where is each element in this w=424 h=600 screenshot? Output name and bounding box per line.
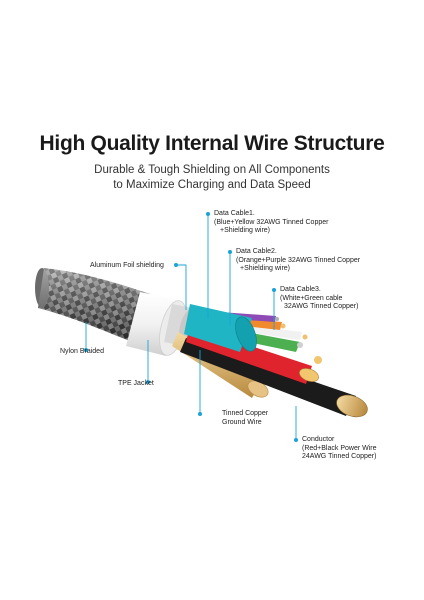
label-text: Nylon Braided — [60, 348, 104, 355]
subtitle-line-2: to Maximize Charging and Data Speed — [113, 179, 311, 191]
label-ground-wire: Tinned Copper Ground Wire — [222, 410, 268, 427]
label-text: 32AWG Tinned Copper) — [284, 303, 359, 310]
leader-lines — [85, 214, 297, 440]
label-text: +Shielding wire) — [240, 265, 290, 272]
label-text: Ground Wire — [222, 418, 262, 426]
label-text: TPE Jacket — [118, 380, 154, 387]
label-text: Data Cable3. — [280, 286, 321, 293]
internal-wires — [172, 304, 368, 418]
label-text: (Red+Black Power Wire — [302, 444, 377, 452]
subtitle-line-1: Durable & Tough Shielding on All Compone… — [94, 164, 330, 176]
label-text: Tinned Copper — [222, 410, 269, 417]
label-data-cable-1: Data Cable1. (Blue+Yellow 32AWG Tinned C… — [214, 210, 328, 236]
label-conductor: Conductor (Red+Black Power Wire 24AWG Ti… — [302, 436, 377, 462]
leader-dots — [84, 212, 298, 442]
label-text: Data Cable2. — [236, 248, 277, 255]
page-title: High Quality Internal Wire Structure — [39, 132, 385, 155]
label-text: 24AWG Tinned Copper) — [302, 453, 377, 460]
label-text: +Shielding wire) — [220, 227, 270, 234]
label-text: Data Cable1. — [214, 210, 255, 217]
label-aluminum-foil: Aluminum Foil shielding — [90, 262, 164, 271]
label-text: Aluminum Foil shielding — [90, 262, 164, 269]
label-text: Conductor — [302, 436, 335, 443]
label-text: (White+Green cable — [280, 294, 343, 302]
label-text: (Blue+Yellow 32AWG Tinned Copper — [214, 218, 329, 226]
label-data-cable-2: Data Cable2. (Orange+Purple 32AWG Tinned… — [236, 248, 360, 274]
label-data-cable-3: Data Cable3. (White+Green cable 32AWG Ti… — [280, 286, 358, 312]
label-nylon-braided: Nylon Braided — [60, 348, 104, 357]
label-text: (Orange+Purple 32AWG Tinned Copper — [236, 256, 361, 264]
label-tpe-jacket: TPE Jacket — [118, 380, 154, 389]
